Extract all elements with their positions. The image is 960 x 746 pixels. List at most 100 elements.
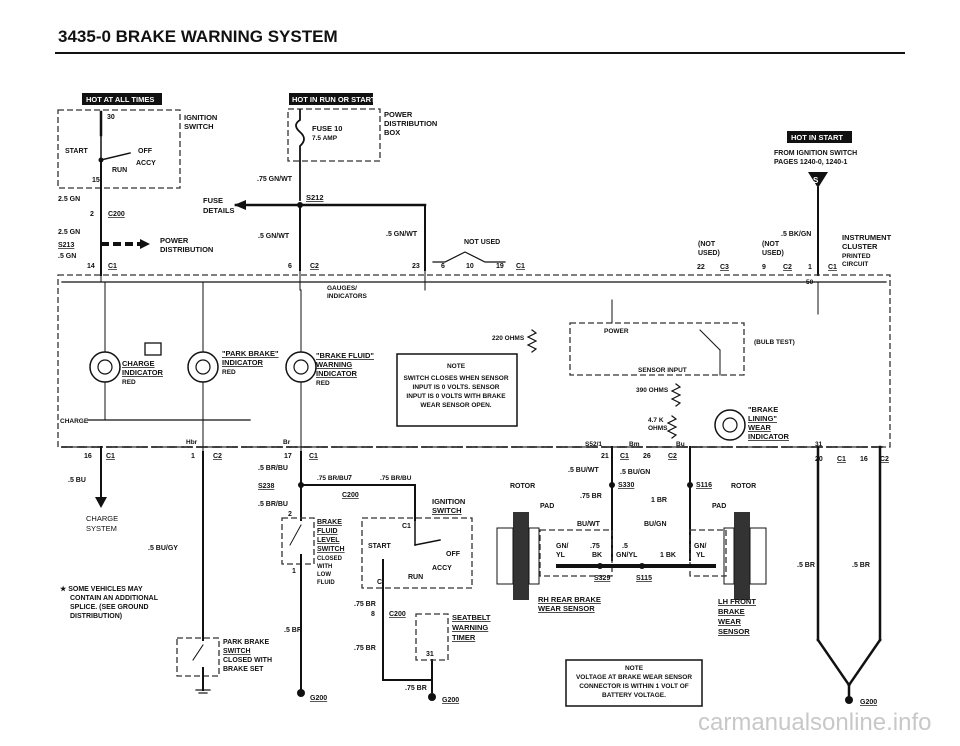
- pad-label-rh: PAD: [540, 503, 554, 510]
- wire-75gnwt: .75 GN/WT: [257, 176, 293, 183]
- ign2-off: OFF: [446, 551, 461, 558]
- pin-21: 21: [601, 453, 609, 460]
- hot-in-start-label: HOT IN START: [791, 133, 843, 142]
- sensor-input-label: SENSOR INPUT: [638, 367, 687, 374]
- splice-s238: S238: [258, 483, 274, 490]
- hbr-label: Hbr: [186, 439, 198, 446]
- wire-5br-a: .5 BR: [284, 627, 302, 634]
- ign2-c: C: [377, 579, 382, 586]
- wire-bk: BK: [592, 552, 602, 559]
- pin-10: 10: [466, 263, 474, 270]
- hot-in-run-or-start-label: HOT IN RUN OR START: [292, 95, 376, 104]
- wire-5br-b: .5 BR: [797, 562, 815, 569]
- wire-75br-b: .75 BR: [354, 645, 376, 652]
- conn-c2-b: C2: [783, 264, 792, 271]
- hot-in-run-or-start-bar: [289, 93, 373, 105]
- conn-c1-g: C1: [837, 456, 846, 463]
- conn-c2-e: C2: [880, 456, 889, 463]
- wire-5gnwt-b: .5 GN/WT: [386, 231, 418, 238]
- conn-c1-e: C1: [309, 453, 318, 460]
- ignition-switch-box: [57, 109, 181, 189]
- ign2-acc: ACCY: [432, 565, 452, 572]
- pin-6b: 6: [441, 263, 445, 270]
- wire-75br-d: .75 BR: [580, 493, 602, 500]
- page-title: 3435-0 BRAKE WARNING SYSTEM: [58, 27, 338, 46]
- brake-lining-indicator-lamp: [714, 409, 746, 441]
- pin-26: 26: [643, 453, 651, 460]
- pin-6: 6: [288, 263, 292, 270]
- ground-g200-c: G200: [860, 699, 877, 706]
- ign-run: RUN: [112, 167, 127, 174]
- wire-buwt: BU/WT: [577, 521, 601, 528]
- wire-1bk: 1 BK: [660, 552, 676, 559]
- pin-16b: 16: [860, 456, 868, 463]
- wire-gnyl: GN/YL: [556, 543, 569, 559]
- pin-31: 31: [815, 441, 823, 448]
- ign2-run: RUN: [408, 574, 423, 581]
- not-used-label: NOT USED: [464, 239, 500, 246]
- charge-label: CHARGE: [60, 418, 89, 425]
- res-390-label: 390 OHMS: [636, 387, 669, 394]
- pin-16: 16: [84, 453, 92, 460]
- park-brake-indicator-lamp: [187, 351, 219, 383]
- wire-75: .75: [590, 543, 600, 550]
- pin-1: 1: [808, 264, 812, 271]
- pin-1c: 1: [292, 568, 296, 575]
- seatbelt-timer-box: [415, 613, 449, 661]
- ground-g200-b: G200: [442, 697, 459, 704]
- wire-1br: 1 BR: [651, 497, 667, 504]
- lh-rotor-icon: [723, 512, 767, 600]
- power-module-box: [569, 322, 745, 376]
- pin-2: 2: [90, 211, 94, 218]
- splice-s330: S330: [618, 482, 634, 489]
- note-box-1: [396, 353, 518, 427]
- wire-5brbu-a: .5 BR/BU: [258, 465, 288, 472]
- power-module-label: POWER: [604, 328, 629, 335]
- park-brake-switch-box: [176, 637, 220, 677]
- rotor-label-rh: ROTOR: [510, 483, 535, 490]
- splice-s213: S213: [58, 242, 74, 249]
- rotor-label-lh: ROTOR: [731, 483, 756, 490]
- splice-s116: S116: [696, 482, 712, 489]
- brake-fluid-indicator-lamp: [285, 351, 317, 383]
- watermark: carmanualsonline.info: [698, 709, 931, 736]
- ground-g200-a: G200: [310, 695, 327, 702]
- ign2-start: START: [368, 543, 392, 550]
- conn-c2-c: C2: [213, 453, 222, 460]
- wire-25gn-b: 2.5 GN: [58, 229, 80, 236]
- note-box-2: [565, 659, 703, 707]
- pin-14: 14: [87, 263, 95, 270]
- wire-5br-c: .5 BR: [852, 562, 870, 569]
- s52-label: S52/1: [585, 441, 602, 448]
- wire-5buwt: .5 BU/WT: [568, 467, 599, 474]
- conn-c1-d: C1: [106, 453, 115, 460]
- wire-gnyl2: GN/YL: [616, 552, 638, 559]
- splice-s115: S115: [636, 575, 652, 582]
- wire-75br-a: .75 BR: [354, 601, 376, 608]
- wire-5bkgn: .5 BK/GN: [781, 231, 811, 238]
- pin-23: 23: [412, 263, 420, 270]
- rh-sensor-box: [539, 529, 613, 577]
- hot-at-all-times-label: HOT AT ALL TIMES: [86, 95, 154, 104]
- wire-75brbu: .75 BR/BU: [317, 475, 349, 482]
- gauges-indicators-label: GAUGES/INDICATORS: [327, 285, 368, 300]
- pin-8: 8: [371, 611, 375, 618]
- ign-start: START: [65, 148, 89, 155]
- wire-5brbu-b: .5 BR/BU: [258, 501, 288, 508]
- instrument-cluster-box: [57, 274, 891, 448]
- conn-c3: C3: [720, 264, 729, 271]
